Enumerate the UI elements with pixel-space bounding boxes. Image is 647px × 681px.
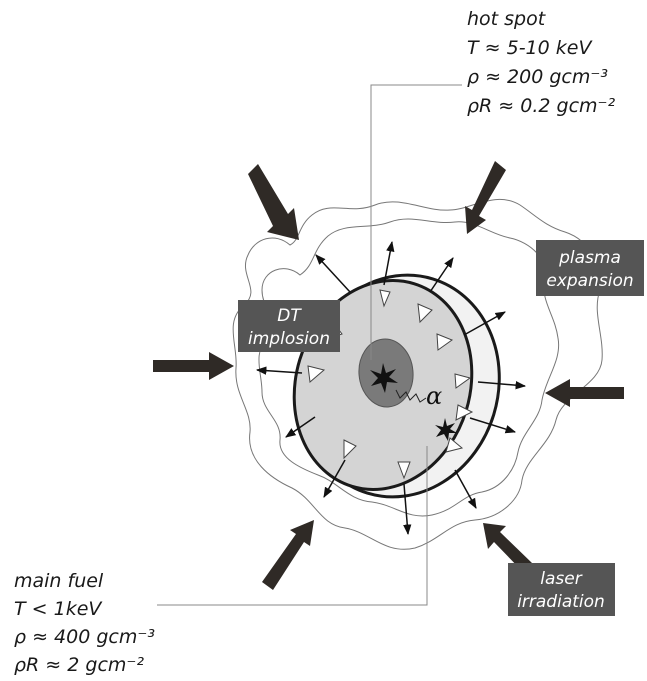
laser-irradiation-label-box: laser irradiation [508,563,615,616]
alpha-particle-track [395,389,427,403]
svg-text:implosion: implosion [248,329,330,349]
laser-beam-arrows [153,161,624,590]
hot-spot-title: hot spot [467,8,547,30]
hot-spot-temperature: T ≈ 5-10 keV [467,37,593,59]
fusion-burst-icon [370,363,398,393]
main-fuel-temperature: T < 1keV [14,598,103,620]
svg-text:DT: DT [277,306,302,326]
dt-implosion-label-box: DT implosion [238,300,340,352]
main-fuel-areal-density: ρR ≈ 2 gcm⁻² [14,654,144,676]
main-fuel-leader-line [157,446,428,606]
svg-text:irradiation: irradiation [517,592,605,612]
plasma-expansion-label-box: plasma expansion [536,240,644,296]
main-fuel-title: main fuel [14,570,104,592]
expansion-arrows [255,240,527,536]
main-fuel-density: ρ ≈ 400 gcm⁻³ [14,626,155,648]
svg-text:expansion: expansion [546,271,633,291]
implosion-triangles [307,289,474,480]
hot-spot-leader-line [370,84,462,360]
hot-spot-areal-density: ρR ≈ 0.2 gcm⁻² [467,95,616,117]
plasma-envelope-inner [258,218,560,517]
svg-text:plasma: plasma [558,248,621,268]
plasma-envelope-outer [232,198,603,550]
hot-spot-density: ρ ≈ 200 gcm⁻³ [467,66,608,88]
svg-text:laser: laser [540,569,582,589]
fusion-burst-icon [435,418,457,441]
alpha-symbol: α [426,382,442,410]
